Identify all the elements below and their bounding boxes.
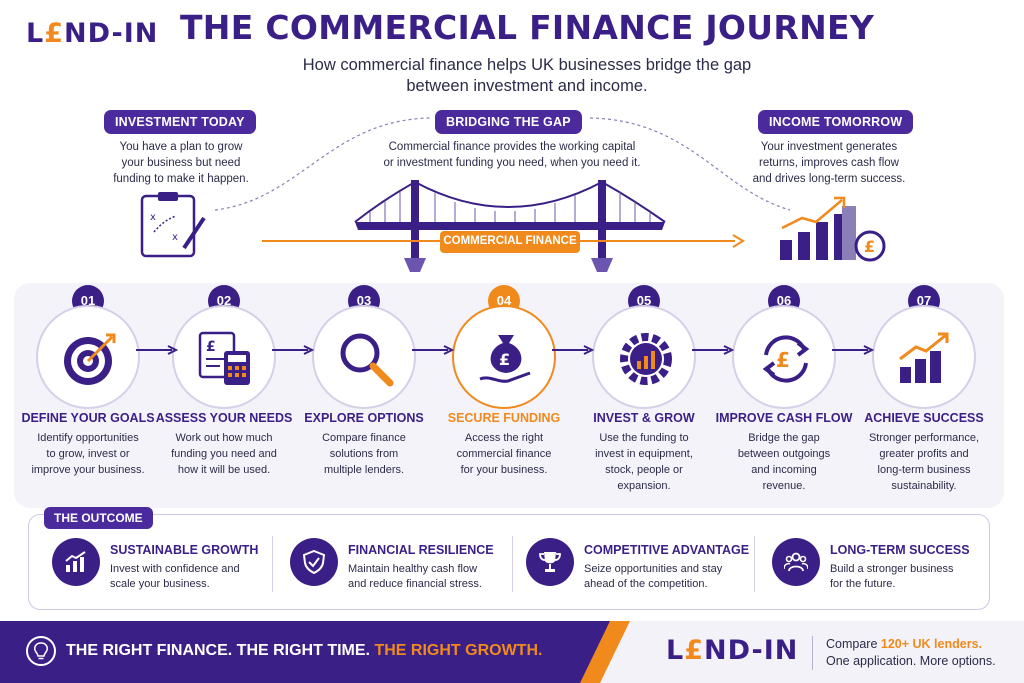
page-subtitle: How commercial finance helps UK business…	[302, 56, 752, 95]
outcome-panel	[28, 514, 990, 610]
footer-tagline: THE RIGHT FINANCE. THE RIGHT TIME. THE R…	[66, 642, 543, 659]
step-icon-circle	[312, 305, 416, 409]
step-title: INVEST & GROW	[593, 411, 695, 425]
outcome-title: LONG-TERM SUCCESS	[830, 543, 970, 557]
footer-logo[interactable]: L£ND-IN	[666, 635, 799, 666]
income-tomorrow-label: INCOME TOMORROW	[758, 110, 914, 134]
step-icon-circle	[36, 305, 140, 409]
outcome-icon-circle	[52, 538, 100, 586]
bridging-gap-label: BRIDGING THE GAP	[435, 110, 582, 134]
step-arrow	[272, 345, 314, 355]
outcome-title: FINANCIAL RESILIENCE	[348, 543, 494, 557]
step-icon-circle: £	[172, 305, 276, 409]
clipboard-plan-icon: x x	[140, 192, 206, 258]
footer-divider	[812, 636, 813, 670]
step-arrow	[832, 345, 874, 355]
gear-chart-icon	[620, 333, 672, 385]
step-arrow	[692, 345, 734, 355]
growth-bars-icon	[899, 332, 949, 383]
step-title: EXPLORE OPTIONS	[304, 411, 424, 425]
growth-chart-pound-icon: £	[780, 196, 886, 262]
brand-logo[interactable]: L£ND-IN	[26, 18, 159, 49]
step-title: ACHIEVE SUCCESS	[864, 411, 984, 425]
step-icon-circle: £	[732, 305, 836, 409]
outcome-label: THE OUTCOME	[44, 507, 153, 529]
step-icon-circle	[872, 305, 976, 409]
step-title: DEFINE YOUR GOALS	[21, 411, 155, 425]
outcome-divider	[512, 536, 513, 592]
step-title: ASSESS YOUR NEEDS	[155, 411, 293, 425]
svg-text:£: £	[499, 350, 510, 369]
outcome-title: COMPETITIVE ADVANTAGE	[584, 543, 750, 557]
people-group-icon	[784, 552, 808, 572]
svg-text:x: x	[150, 212, 156, 223]
outcome-icon-circle	[290, 538, 338, 586]
step-title: IMPROVE CASH FLOW	[715, 411, 853, 425]
bridging-gap-text: Commercial finance provides the working …	[383, 141, 641, 169]
outcome-icon-circle	[772, 538, 820, 586]
step-title: SECURE FUNDING	[447, 411, 561, 425]
step-icon-circle	[592, 305, 696, 409]
lightbulb-icon	[26, 636, 56, 666]
step-arrow	[412, 345, 454, 355]
investment-today-label: INVESTMENT TODAY	[104, 110, 256, 134]
money-bag-hand-icon: £	[479, 335, 531, 383]
footer-tagline-band	[0, 621, 620, 683]
magnifier-icon	[340, 333, 394, 387]
step-description: Stronger performance,greater profits and…	[868, 432, 980, 492]
outcome-title: SUSTAINABLE GROWTH	[110, 543, 259, 557]
page-title: THE COMMERCIAL FINANCE JOURNEY	[179, 8, 875, 47]
svg-text:£: £	[776, 348, 790, 372]
outcome-divider	[272, 536, 273, 592]
svg-text:x: x	[172, 232, 178, 243]
outcome-divider	[754, 536, 755, 592]
target-icon	[64, 333, 116, 385]
step-icon-circle: £	[452, 305, 556, 409]
trophy-icon	[539, 552, 561, 572]
growth-chart-icon	[65, 551, 86, 572]
step-arrow	[552, 345, 594, 355]
calculator-document-icon: £	[198, 331, 250, 385]
step-arrow	[136, 345, 178, 355]
pound-cycle-icon: £	[762, 335, 810, 383]
footer-cta[interactable]: Compare 120+ UK lenders. One application…	[826, 637, 996, 668]
commercial-finance-label: COMMERCIAL FINANCE	[443, 235, 577, 247]
svg-text:£: £	[864, 237, 875, 256]
shield-check-icon	[302, 550, 326, 574]
svg-text:£: £	[206, 339, 216, 355]
outcome-icon-circle	[526, 538, 574, 586]
